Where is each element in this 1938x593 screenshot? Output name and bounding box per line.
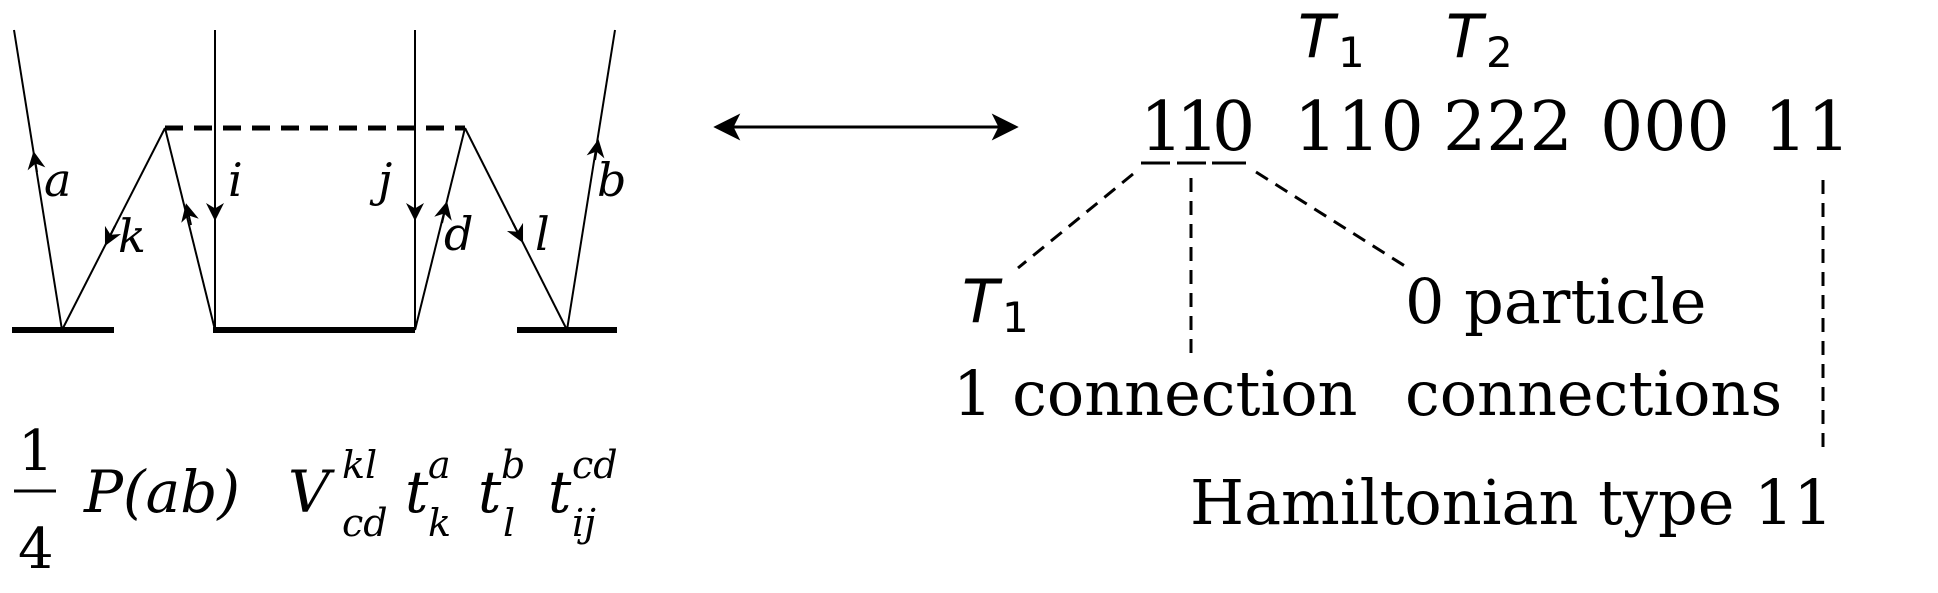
code-digit-3: 0 (1212, 88, 1255, 167)
formula-t2-sub: l (503, 501, 515, 545)
line-b-arrow (586, 139, 605, 161)
formula-t1-sub: k (428, 501, 451, 545)
connector-T1 (1017, 172, 1134, 270)
line-d-arrow (434, 201, 452, 224)
connector-0-particle (1255, 170, 1409, 270)
line-left-loop (164, 127, 216, 331)
annotation-hamiltonian: Hamiltonian type 11 (1190, 466, 1833, 539)
label-j: j (369, 153, 392, 207)
annotation-1-connection: 1 connection (953, 357, 1357, 430)
line-d (414, 127, 466, 331)
code-group-2: 110 (1294, 88, 1424, 167)
annotation-0-particle: 0 particle (1405, 265, 1706, 338)
amp-label-T2: T (1446, 2, 1487, 72)
formula-t1: t (405, 458, 429, 526)
line-k-arrow (104, 225, 122, 247)
formula-t3-sup: cd (572, 443, 618, 487)
line-a (13, 29, 63, 331)
label-l: l (535, 207, 550, 261)
formula-t2: t (478, 458, 502, 526)
annotation-T1-sub: 1 (1002, 293, 1029, 342)
annotation-connections: connections (1405, 357, 1782, 430)
goldstone-diagram (12, 29, 617, 333)
line-left-loop-arrow (181, 203, 199, 226)
label-k: k (118, 209, 146, 263)
formula-t1-sup: a (428, 443, 451, 487)
label-d: d (444, 207, 473, 261)
code-digit-1: 1 (1140, 88, 1183, 167)
label-i: i (228, 153, 243, 207)
formula: 1 4 P(ab) V kl cd t a k t b l t cd ij (14, 419, 618, 582)
formula-t3: t (548, 458, 572, 526)
formula-t3-sub: ij (572, 501, 596, 545)
line-a-arrow (27, 151, 46, 173)
code-group-4: 000 (1600, 88, 1730, 167)
label-b: b (597, 153, 626, 207)
formula-V-sup: kl (342, 443, 377, 487)
formula-V: V (288, 458, 335, 526)
amp-label-T2-sub: 2 (1486, 28, 1513, 77)
amp-label-T1-sub: 1 (1338, 28, 1365, 77)
formula-permutation: P(ab) (83, 458, 240, 526)
code-group-5: 11 (1764, 88, 1851, 167)
line-b (566, 29, 616, 331)
formula-t2-sup: b (501, 443, 525, 487)
annotation-T1: T (962, 267, 1003, 337)
line-l-arrow (506, 222, 524, 244)
label-a: a (44, 153, 71, 207)
code-digit-2: 1 (1176, 88, 1219, 167)
amp-label-T1: T (1298, 2, 1339, 72)
code-group-3: 222 (1443, 88, 1573, 167)
formula-denominator: 4 (18, 517, 54, 582)
formula-numerator: 1 (18, 419, 54, 484)
formula-V-sub: cd (342, 501, 388, 545)
